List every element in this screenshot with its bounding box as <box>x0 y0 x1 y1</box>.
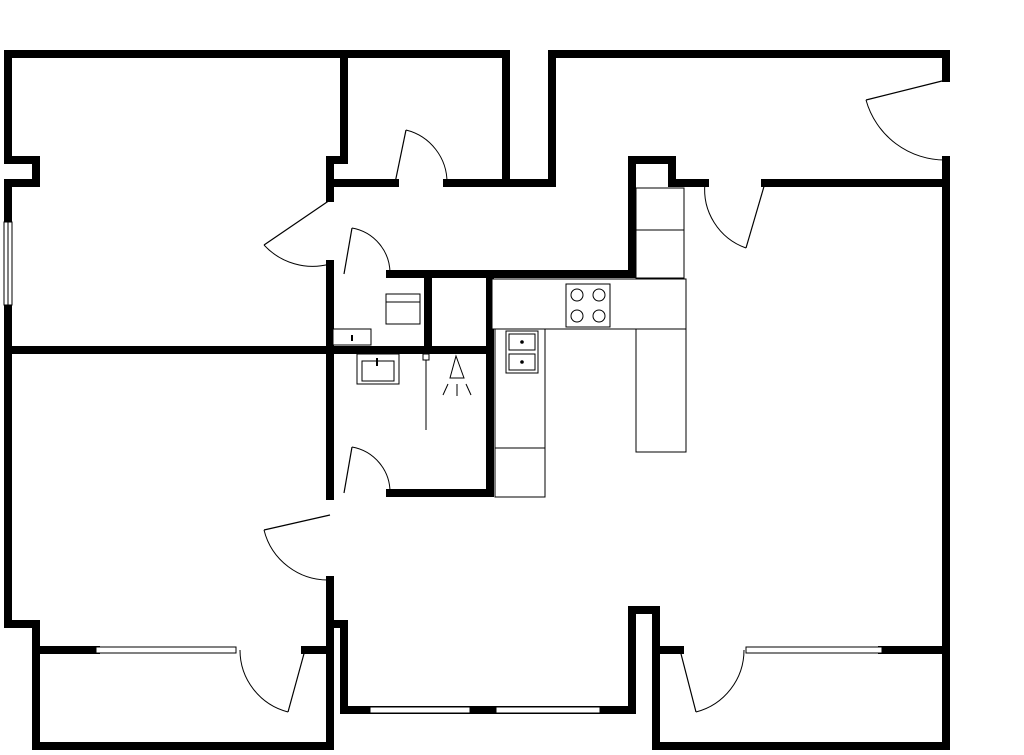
window-balcony-sw <box>95 646 237 654</box>
toilet-room <box>332 293 421 346</box>
door-toilet-leaf <box>343 227 353 275</box>
door-kitchen-leaf <box>745 182 766 249</box>
window-balcony-se <box>745 646 883 654</box>
door-sw-bedroom-leaf <box>263 514 331 531</box>
bathroom <box>356 353 472 430</box>
door-balcony-sw-leaf <box>287 649 306 713</box>
exterior-walls <box>4 50 950 750</box>
door-kitchen-arc <box>704 182 747 249</box>
toilet-tank <box>385 293 421 303</box>
door-balcony-se-leaf <box>679 649 697 713</box>
wall-west-lower <box>4 156 950 750</box>
door-storage-leaf <box>394 129 407 184</box>
wall-nw-bedroom-east <box>326 50 348 202</box>
wall-corridor-south <box>386 156 709 278</box>
cooktop-icon <box>565 283 611 328</box>
window-bay-south-1 <box>369 706 471 714</box>
kitchen-tall-cabinet <box>635 187 685 279</box>
shower-icon <box>442 354 472 396</box>
shower-rod-end <box>422 353 430 361</box>
door-entrance-arc <box>865 99 947 161</box>
door-storage-arc <box>405 129 448 184</box>
windows <box>95 646 883 714</box>
door-sw-bedroom-arc <box>263 529 331 581</box>
interior-walls <box>4 50 950 654</box>
door-bath-leaf <box>343 446 353 494</box>
kitchen-island <box>635 328 687 453</box>
door-nw-bedroom-arc <box>263 244 331 267</box>
doors <box>239 79 947 713</box>
door-balcony-se-arc <box>695 649 745 713</box>
kitchen <box>491 187 687 498</box>
door-balcony-sw-arc <box>239 649 289 713</box>
door-toilet-arc <box>351 227 391 275</box>
door-bath-arc <box>351 446 391 494</box>
window-bay-south-2 <box>495 706 601 714</box>
double-sink-icon <box>505 330 539 374</box>
wall-north-west <box>4 50 950 187</box>
washbasin-icon <box>356 353 400 385</box>
wall-west-upper <box>4 50 40 226</box>
door-entrance-leaf <box>865 79 947 101</box>
door-nw-bedroom-leaf <box>263 199 331 246</box>
